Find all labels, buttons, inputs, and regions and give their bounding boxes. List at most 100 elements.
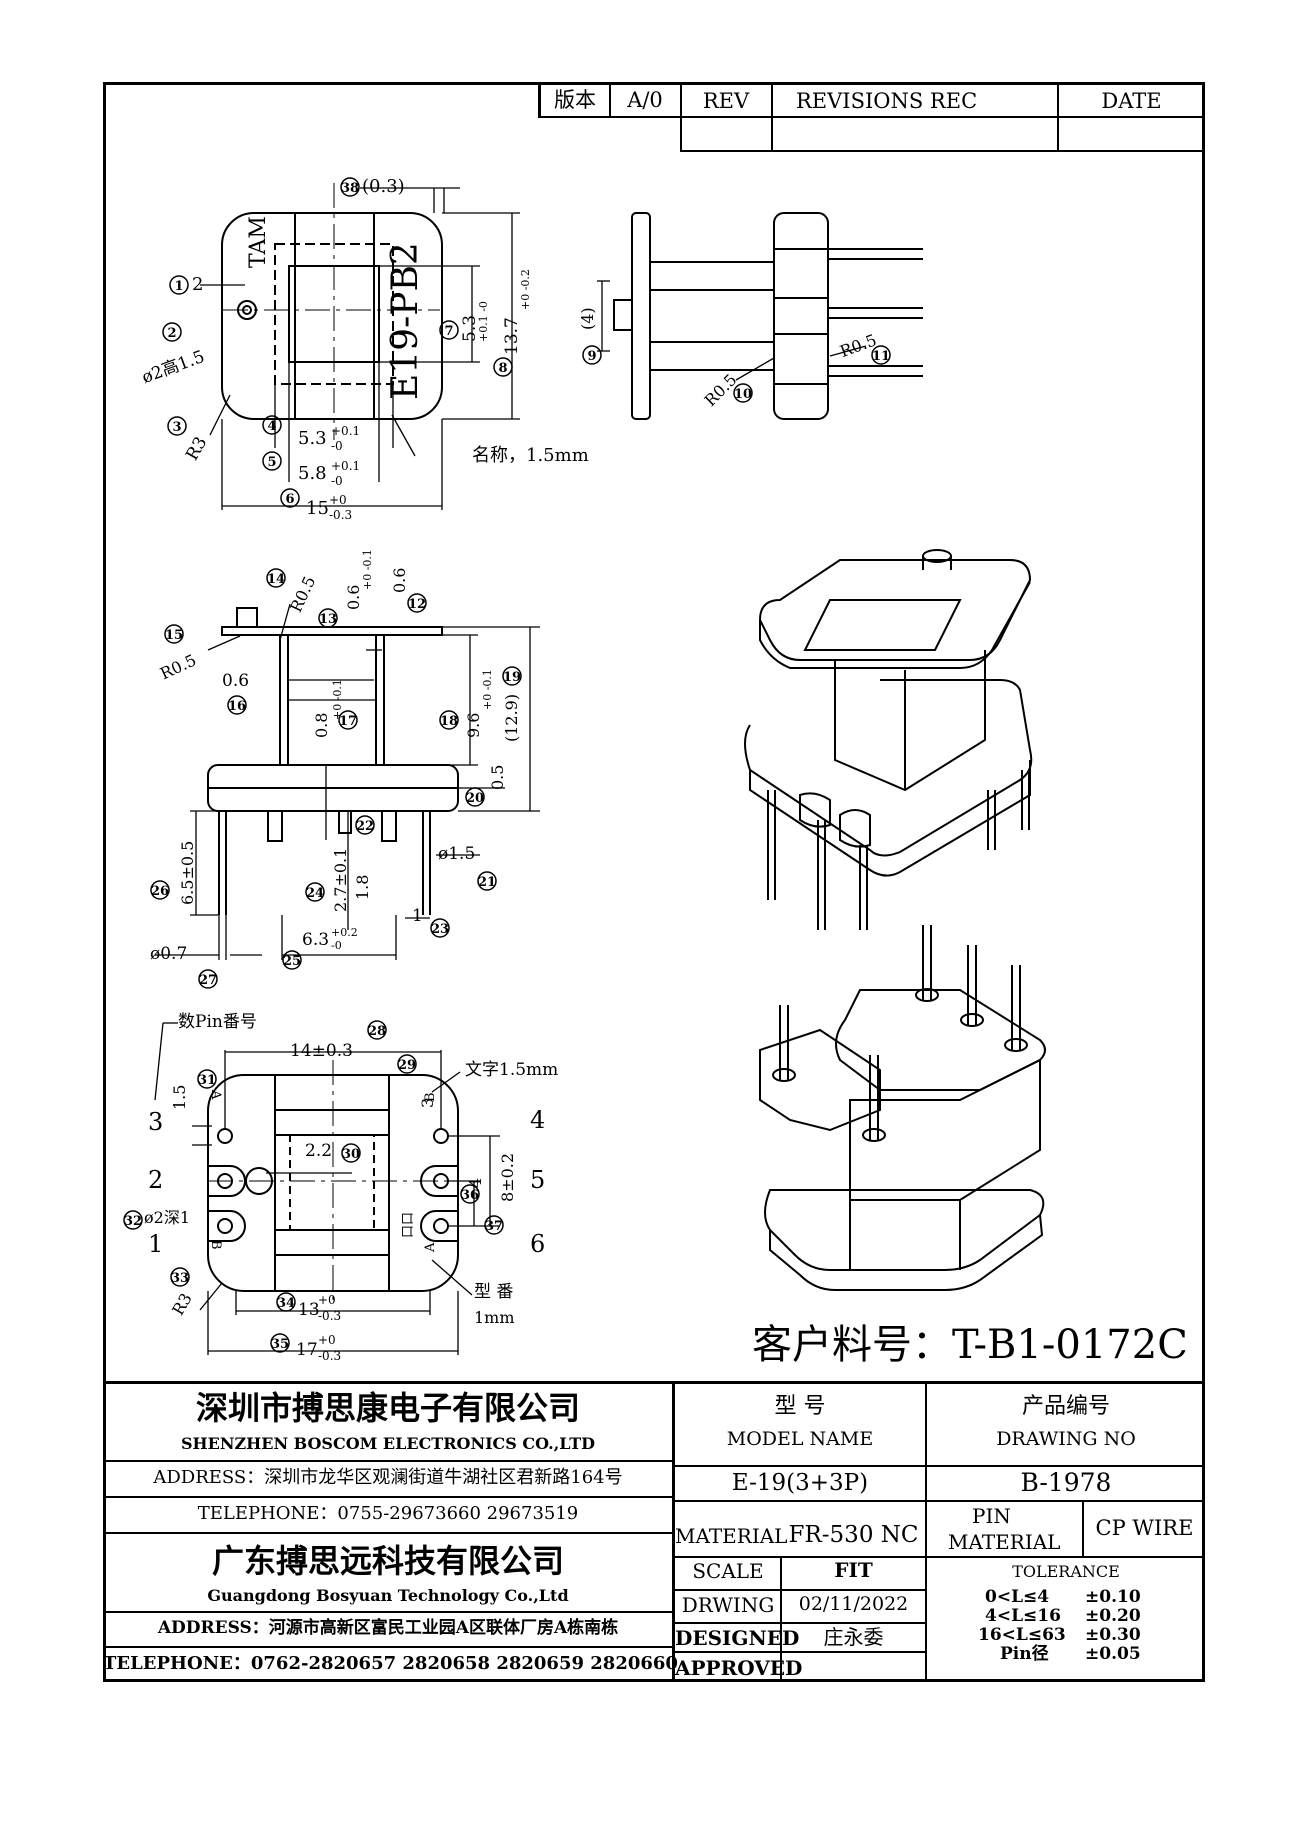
dim-25: 6.3: [302, 930, 330, 950]
tolerance-label: TOLERANCE: [1012, 1562, 1120, 1581]
svg-text:30: 30: [342, 1147, 360, 1162]
dim-17-tol: +0 -0.1: [331, 679, 344, 720]
svg-text:31: 31: [198, 1073, 216, 1088]
dim-7-tol: +0.1 -0: [477, 301, 490, 342]
model-name-en: MODEL NAME: [726, 1428, 874, 1450]
dim-6-tol-lower: -0.3: [329, 508, 353, 522]
top-view-dims: [200, 187, 520, 510]
dim-25-tol-upper: +0.2: [331, 926, 358, 939]
bottom-view-dims: [154, 1022, 500, 1355]
dim-21: ø1.5: [438, 844, 476, 864]
svg-text:38: 38: [341, 181, 359, 196]
dim-25-tol-lower: -0: [331, 939, 342, 952]
isometric-bottom-view: [759, 925, 1046, 1291]
pin-material-label-2: MATERIAL: [948, 1530, 1061, 1554]
dim-13: 0.6: [344, 584, 363, 610]
svg-text:36: 36: [461, 1188, 479, 1203]
pin-label-5: 5: [530, 1166, 546, 1194]
company2-telephone: TELEPHONE：0762-2820657 2820658 2820659 2…: [103, 1653, 678, 1674]
dim-12: 0.6: [390, 567, 409, 593]
material-value: FR-530 NC: [788, 1522, 919, 1548]
version-value: A/0: [627, 88, 663, 112]
svg-text:20: 20: [466, 791, 484, 806]
svg-text:37: 37: [485, 1219, 503, 1234]
dim-4: 5.3: [298, 428, 327, 449]
dim-27: ø0.7: [150, 944, 188, 964]
tolerance-value-2: ±0.20: [1085, 1606, 1141, 1626]
svg-text:16: 16: [228, 699, 246, 714]
version-label: 版本: [554, 88, 596, 112]
mark-b-right: B: [423, 1092, 438, 1102]
dim-37: 8±0.2: [498, 1152, 517, 1202]
dim-34-tol-upper: +0: [318, 1293, 336, 1307]
svg-text:34: 34: [277, 1296, 295, 1311]
company-telephone: TELEPHONE：0755-29673660 29673519: [197, 1503, 579, 1524]
dim-36: 4: [466, 1177, 485, 1188]
dim-19: (12.9): [502, 693, 521, 742]
pin-material-value: CP WIRE: [1095, 1516, 1194, 1540]
customer-part-value: T-B1-0172C: [952, 1322, 1188, 1368]
designed-label: DESIGNED: [675, 1626, 800, 1650]
drwing-label: DRWING: [681, 1593, 775, 1617]
model-name-cn: 型 号: [774, 1394, 826, 1419]
customer-part-label: 客户料号：: [752, 1322, 952, 1368]
top-view-outline: [221, 183, 443, 440]
pin-label-1: 1: [148, 1230, 164, 1258]
dim-35-tol-lower: -0.3: [318, 1349, 342, 1363]
tolerance-range-2: 4<L≤16: [985, 1606, 1061, 1626]
mark-a-left: A: [208, 1090, 223, 1100]
svg-text:24: 24: [306, 886, 324, 901]
material-label: MATERIAL: [675, 1524, 788, 1548]
dim-16: 0.6: [222, 671, 250, 691]
company2-address: ADDRESS：河源市高新区富民工业园A区联体厂房A栋南栋: [157, 1618, 619, 1638]
front-view-dims: [155, 603, 540, 960]
drawing-no-value: B-1978: [1020, 1468, 1112, 1497]
svg-text:10: 10: [734, 387, 752, 402]
pin-label-4: 4: [530, 1106, 546, 1134]
company2-name-en: Guangdong Bosyuan Technology Co.,Ltd: [207, 1586, 569, 1605]
svg-text:4: 4: [267, 419, 276, 434]
dim-31: 1.5: [170, 1084, 189, 1110]
company-address: ADDRESS：深圳市龙华区观澜街道牛湖社区君新路164号: [153, 1467, 623, 1488]
pin-label-3: 3: [148, 1108, 164, 1136]
company-name-en: SHENZHEN BOSCOM ELECTRONICS CO.,LTD: [180, 1434, 596, 1453]
dim-18: 9.6: [464, 712, 483, 738]
dim-8-tol: +0 -0.2: [519, 269, 532, 310]
dim-20: 0.5: [488, 764, 507, 790]
dim-18-tol: +0 -0.1: [481, 669, 494, 710]
rev-label: REV: [702, 89, 750, 113]
dim-28: 14±0.3: [290, 1041, 353, 1061]
svg-text:8: 8: [498, 361, 507, 376]
side-view-outline: [613, 212, 923, 420]
part-marking: E19-PB2: [385, 242, 426, 400]
dim-6-tol-upper: +0: [329, 493, 347, 507]
svg-text:23: 23: [431, 922, 449, 937]
dim-34-tol-lower: -0.3: [318, 1309, 342, 1323]
mark-b-left: B: [208, 1240, 223, 1250]
date-label: DATE: [1101, 89, 1162, 113]
company-name-cn: 深圳市搏思康电子有限公司: [195, 1389, 580, 1427]
pin-material-label-1: PIN: [972, 1504, 1011, 1528]
svg-text:32: 32: [124, 1214, 142, 1229]
dim-13-tol: +0 -0.1: [361, 549, 374, 590]
model-note-line1: 型 番: [474, 1282, 514, 1302]
dim-17: 0.8: [312, 712, 331, 738]
dim-24: 2.7±0.1: [331, 847, 350, 912]
dim-6: 15: [306, 498, 329, 519]
designed-value: 庄永委: [823, 1625, 884, 1649]
drwing-value: 02/11/2022: [798, 1593, 909, 1615]
svg-text:5: 5: [267, 455, 276, 470]
dim-34: 13: [298, 1300, 320, 1320]
svg-text:11: 11: [872, 349, 890, 364]
svg-text:3: 3: [172, 420, 181, 435]
svg-text:26: 26: [151, 884, 169, 899]
dim-26: 6.5±0.5: [178, 840, 197, 905]
tolerance-value-1: ±0.10: [1085, 1587, 1141, 1607]
svg-text:2: 2: [167, 326, 176, 341]
dim-38: (0.3): [362, 176, 405, 197]
svg-text:1: 1: [174, 279, 183, 294]
revisions-label: REVISIONS REC: [796, 89, 978, 113]
text-note: 文字1.5mm: [465, 1060, 559, 1080]
scale-value: FIT: [834, 1558, 873, 1582]
